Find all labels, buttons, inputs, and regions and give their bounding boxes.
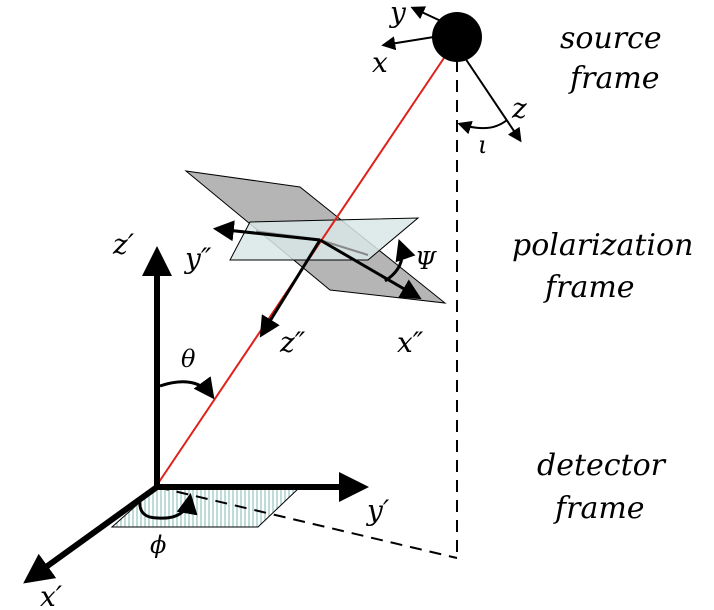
pol-x-axis — [319, 238, 422, 300]
source-y-label: y — [388, 0, 407, 29]
detector-y-label: y′ — [365, 494, 390, 527]
iota-label: ι — [478, 131, 487, 159]
source-y-axis — [410, 6, 444, 23]
detector-z-label: z′ — [112, 228, 135, 261]
psi-arc — [384, 239, 416, 283]
iota-arc — [457, 119, 508, 135]
theta-arc — [159, 376, 215, 400]
source-z-label: z — [511, 92, 527, 125]
polarization-frame-label-1: polarization — [512, 228, 693, 263]
source-x-axis — [381, 35, 441, 51]
dashed-ground-projection — [156, 486, 458, 559]
pol-y-label: y″ — [183, 242, 212, 275]
source-frame-label-1: source — [560, 21, 662, 56]
detector-x-axis — [23, 484, 159, 584]
source-frame-label-2: frame — [568, 61, 660, 96]
source-body — [432, 12, 482, 62]
phi-label: ϕ — [150, 531, 166, 559]
pol-z-label: z″ — [279, 326, 306, 359]
pol-z-axis — [259, 239, 322, 338]
theta-label: θ — [181, 345, 196, 373]
detector-x-label: x′ — [40, 580, 63, 610]
pol-x-label: x″ — [397, 326, 424, 359]
psi-label: Ψ — [415, 247, 437, 275]
projection-line — [319, 239, 369, 256]
source-z-axis — [462, 54, 522, 143]
pol-y-axis — [212, 220, 321, 242]
polarization-frame-label-2: frame — [543, 270, 635, 305]
detector-frame-label-2: frame — [553, 491, 645, 526]
polarization-small-plane — [229, 217, 420, 261]
phi-arc — [138, 492, 198, 520]
detector-frame-label-1: detector — [537, 448, 667, 483]
source-x-label: x — [372, 46, 388, 79]
